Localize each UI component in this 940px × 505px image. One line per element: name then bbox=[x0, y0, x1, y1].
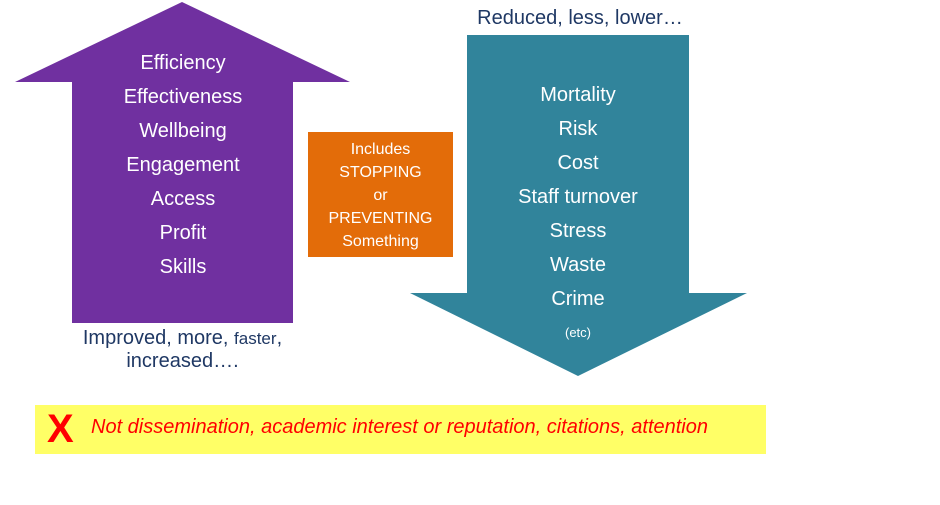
up-item: Efficiency bbox=[140, 52, 226, 74]
down-arrow-caption: Reduced, less, lower… bbox=[477, 7, 683, 29]
x-mark-icon: X bbox=[47, 407, 74, 451]
down-item: Staff turnover bbox=[518, 186, 638, 208]
up-arrow-shape bbox=[15, 2, 350, 323]
box-line: PREVENTING bbox=[328, 210, 433, 227]
stopping-preventing-box: Includes STOPPING or PREVENTING Somethin… bbox=[308, 132, 453, 257]
down-arrow-items: Mortality Risk Cost Staff turnover Stres… bbox=[467, 78, 689, 350]
down-item: Risk bbox=[558, 118, 598, 140]
exclusion-text: Not dissemination, academic interest or … bbox=[91, 416, 708, 438]
up-item: Skills bbox=[159, 256, 207, 278]
down-item: Stress bbox=[549, 220, 607, 242]
caption-text-small: faster bbox=[234, 329, 277, 348]
box-line: Something bbox=[342, 233, 419, 250]
down-item: Mortality bbox=[540, 84, 616, 106]
up-item: Effectiveness bbox=[123, 86, 243, 108]
up-item: Access bbox=[150, 188, 216, 210]
down-item: Waste bbox=[550, 254, 606, 276]
down-item: Crime bbox=[551, 288, 605, 310]
up-caption-line2: increased…. bbox=[126, 350, 239, 372]
exclusion-banner: X Not dissemination, academic interest o… bbox=[35, 405, 766, 454]
down-item: Cost bbox=[557, 152, 599, 174]
up-arrow-caption: Improved, more, faster, increased…. bbox=[50, 327, 315, 373]
up-item: Engagement bbox=[126, 154, 240, 176]
up-arrow-items: Efficiency Effectiveness Wellbeing Engag… bbox=[72, 46, 294, 284]
up-item: Profit bbox=[159, 222, 207, 244]
up-item: Wellbeing bbox=[139, 120, 227, 142]
down-item-etc: (etc) bbox=[565, 325, 591, 340]
up-caption-line1: Improved, more, faster, bbox=[50, 327, 315, 350]
down-arrow-shape bbox=[410, 35, 747, 376]
box-line: Includes bbox=[350, 141, 411, 158]
box-line: or bbox=[373, 187, 388, 204]
caption-text: Improved, more, bbox=[82, 327, 235, 349]
caption-text: , bbox=[276, 327, 283, 349]
box-line: STOPPING bbox=[339, 164, 422, 181]
